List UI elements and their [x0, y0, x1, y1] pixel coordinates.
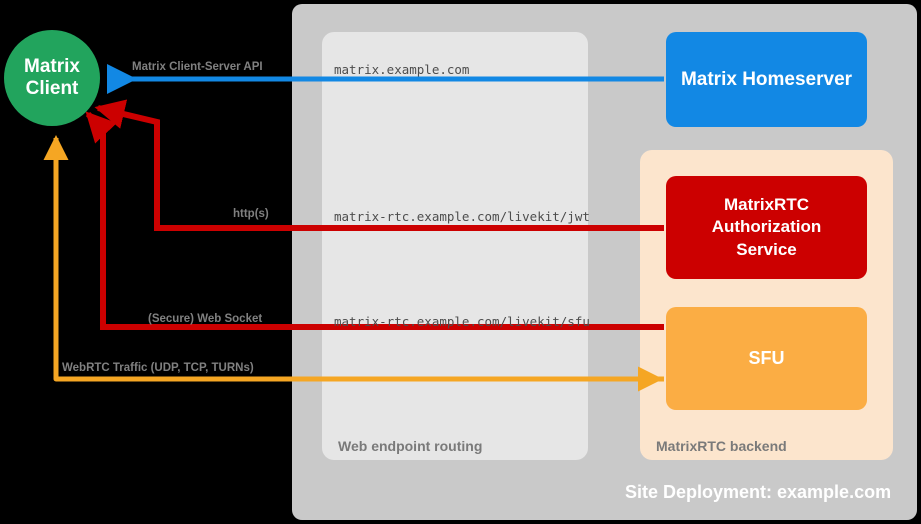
endpoint-url-sfu: matrix-rtc.example.com/livekit/sfu: [334, 314, 590, 329]
edge-label-http-s: http(s): [233, 208, 269, 220]
panel-caption-web-endpoint-routing: Web endpoint routing: [338, 438, 483, 454]
matrix-client-label-line1: Matrix: [24, 55, 80, 77]
auth-label-line3: Service: [736, 239, 797, 259]
matrix-homeserver-label: Matrix Homeserver: [680, 68, 853, 90]
endpoint-url-jwt: matrix-rtc.example.com/livekit/jwt: [334, 209, 590, 224]
auth-label-line1: MatrixRTC: [723, 195, 809, 215]
edge-http-s: [94, 99, 664, 231]
edge-webrtc-traffic: [43, 135, 664, 392]
edge-label-secure-web-socket: (Secure) Web Socket: [148, 313, 263, 325]
edge-label-matrix-client-server-api: Matrix Client-Server API: [132, 61, 263, 73]
matrix-client-label-line2: Client: [25, 78, 79, 99]
node-matrix-homeserver[interactable]: Matrix Homeserver: [666, 32, 867, 127]
panel-caption-matrixrtc-backend: MatrixRTC backend: [656, 438, 787, 454]
node-matrix-client[interactable]: Matrix Client: [4, 30, 100, 126]
auth-label-line2: Authorization: [711, 217, 822, 237]
edge-label-webrtc-traffic: WebRTC Traffic (UDP, TCP, TURNs): [62, 362, 254, 374]
edge-secure-web-socket: [85, 111, 664, 330]
endpoint-url-homeserver: matrix.example.com: [334, 62, 470, 77]
sfu-label: SFU: [748, 348, 785, 368]
node-sfu[interactable]: SFU: [666, 307, 867, 410]
panel-web-endpoint-routing: [322, 32, 588, 460]
node-matrixrtc-authorization-service[interactable]: MatrixRTC Authorization Service: [666, 176, 867, 279]
site-deployment-caption: Site Deployment: example.com: [625, 482, 892, 502]
